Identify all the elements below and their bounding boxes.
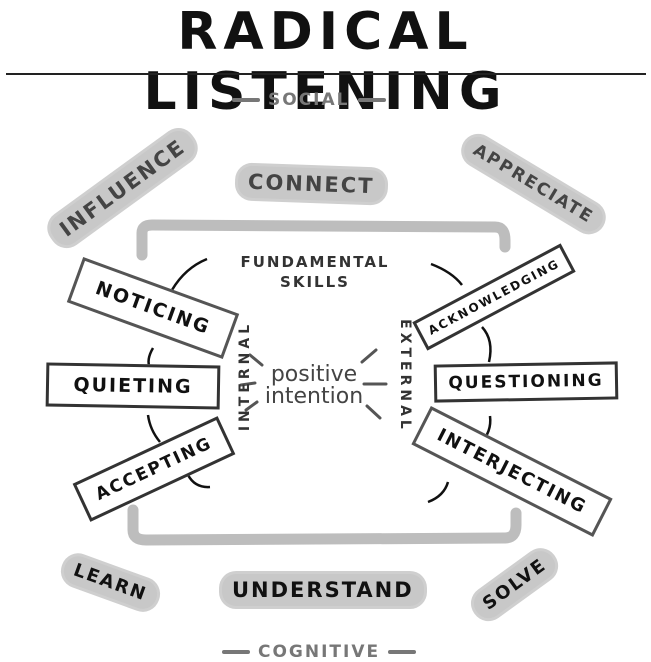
heading-line2: SKILLS [280,273,350,291]
cognitive-axis-label: COGNITIVE [222,642,417,662]
heading-line1: FUNDAMENTAL [240,253,390,271]
ray-external-3 [365,404,382,420]
goal-understand: UNDERSTAND [222,574,424,606]
external-label: EXTERNAL [396,319,413,433]
ray-internal-2 [239,381,257,387]
positive-intention: positive intention [258,364,370,408]
top-bracket [136,219,511,261]
social-label-text: SOCIAL [268,90,350,110]
internal-label: INTERNAL [237,320,254,432]
center-line1: positive [270,362,358,387]
ray-internal-1 [248,353,264,367]
noticing-connector [170,257,208,291]
cognitive-label-text: COGNITIVE [258,642,381,662]
fundamental-skills-heading: FUNDAMENTAL SKILLS [222,252,408,292]
dash-left [232,98,260,102]
interjecting-connector [427,481,450,504]
title-divider [6,73,646,75]
quieting-accepting-connector [146,414,161,443]
dash-right [357,98,386,102]
accepting-connector [186,474,211,489]
social-axis-label: SOCIAL [232,90,386,110]
acknowledging-questioning-connector [481,326,492,363]
skill-quieting: QUIETING [45,362,221,410]
acknowledging-connector [430,262,463,286]
dash-left [222,650,250,654]
ray-internal-3 [244,400,259,412]
page-title: RADICAL LISTENING [143,2,508,122]
bottom-bracket [127,504,522,546]
ray-external-1 [360,348,378,364]
dash-right [388,650,417,654]
center-line2: intention [264,384,364,409]
skill-questioning: QUESTIONING [433,361,619,403]
